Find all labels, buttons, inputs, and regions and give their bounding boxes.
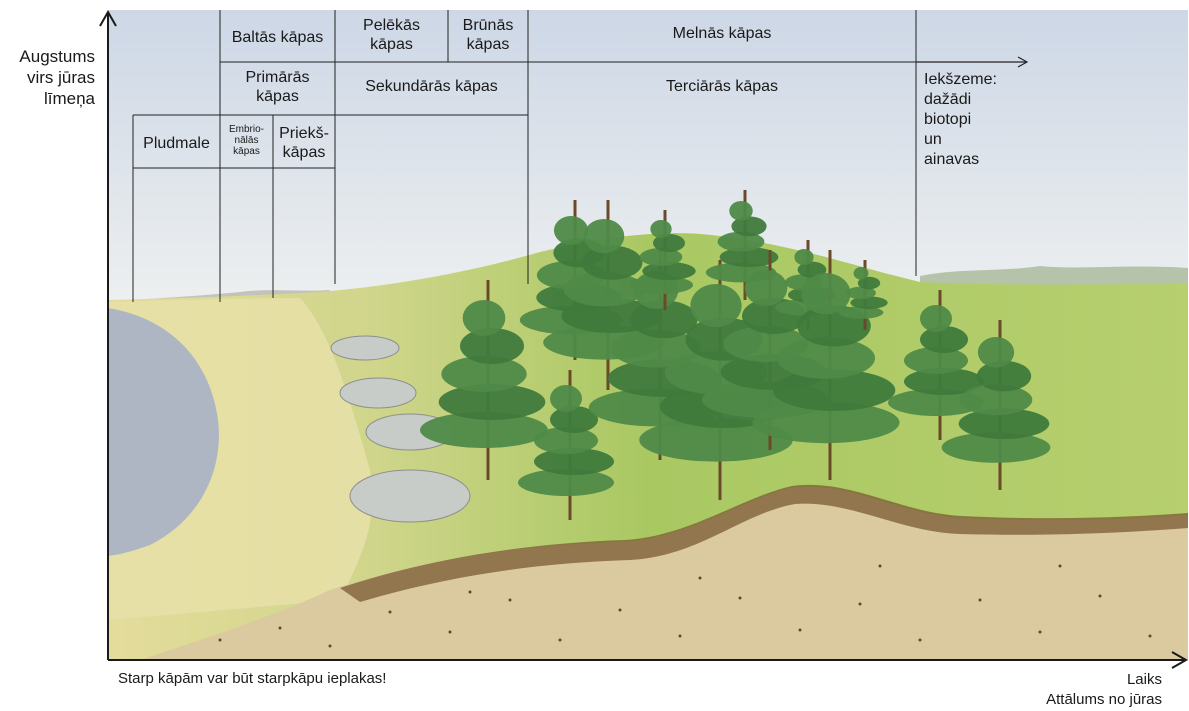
- foredunes-line-1: Priekš-: [273, 124, 335, 143]
- inland-line-1: Iekšzeme:: [924, 70, 997, 90]
- foredunes-label: Priekš- kāpas: [273, 124, 335, 162]
- embryonic-dunes-label: Embrio- nālās kāpas: [220, 124, 273, 157]
- grey-dunes-line-1: Pelēkās: [335, 16, 448, 35]
- white-dunes-label: Baltās kāpas: [220, 28, 335, 47]
- grey-dunes-label: Pelēkās kāpas: [335, 16, 448, 54]
- x-axis-label: Laiks Attālums no jūras: [1046, 670, 1162, 710]
- secondary-dunes-label: Sekundārās kāpas: [335, 77, 528, 96]
- inland-line-5: ainavas: [924, 150, 997, 170]
- tertiary-dunes-label: Terciārās kāpas: [528, 77, 916, 96]
- y-axis-label-line-2: virs jūras: [19, 67, 95, 88]
- brown-dunes-line-1: Brūnās: [448, 16, 528, 35]
- primary-dunes-line-2: kāpas: [220, 87, 335, 106]
- inland-line-3: biotopi: [924, 110, 997, 130]
- primary-dunes-label: Primārās kāpas: [220, 68, 335, 106]
- inland-label: Iekšzeme: dažādi biotopi un ainavas: [924, 70, 997, 170]
- inland-line-2: dažādi: [924, 90, 997, 110]
- primary-dunes-line-1: Primārās: [220, 68, 335, 87]
- beach-label: Pludmale: [133, 134, 220, 153]
- x-axis-label-line-2: Attālums no jūras: [1046, 690, 1162, 710]
- embryonic-line-2: nālās: [220, 135, 273, 146]
- embryonic-line-3: kāpas: [220, 146, 273, 157]
- inland-line-4: un: [924, 130, 997, 150]
- foredunes-line-2: kāpas: [273, 143, 335, 162]
- brown-dunes-line-2: kāpas: [448, 35, 528, 54]
- y-axis-label: Augstums virs jūras līmeņa: [19, 46, 95, 109]
- black-dunes-label: Melnās kāpas: [528, 24, 916, 43]
- grey-dunes-line-2: kāpas: [335, 35, 448, 54]
- embryonic-line-1: Embrio-: [220, 124, 273, 135]
- y-axis-label-line-3: līmeņa: [19, 88, 95, 109]
- y-axis-label-line-1: Augstums: [19, 46, 95, 67]
- x-axis-label-line-1: Laiks: [1046, 670, 1162, 690]
- brown-dunes-label: Brūnās kāpas: [448, 16, 528, 54]
- footnote: Starp kāpām var būt starpkāpu ieplakas!: [118, 669, 386, 688]
